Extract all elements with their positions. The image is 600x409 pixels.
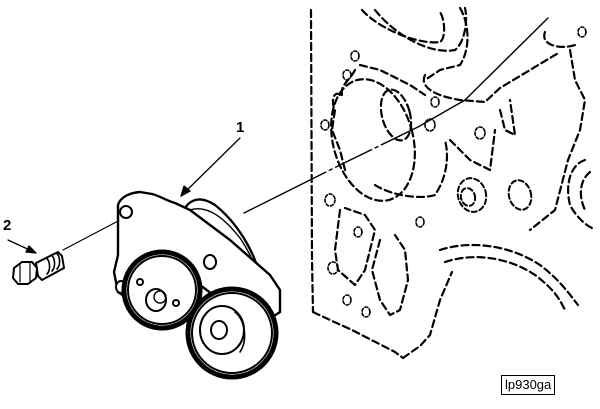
- callout-1-label: 1: [236, 119, 245, 136]
- alignment-centerline: [243, 189, 291, 214]
- callout-2-label: 2: [3, 217, 12, 234]
- drive-gear: [121, 249, 203, 331]
- engine-block-holes: [320, 26, 587, 318]
- callout-leaders: [7, 137, 241, 254]
- engine-block-outline: [309, 6, 594, 360]
- driven-gear: [185, 286, 279, 380]
- figure-id-label: lp930ga: [501, 375, 556, 395]
- engine-block-dowels: [456, 177, 533, 213]
- capscrew: [12, 251, 65, 285]
